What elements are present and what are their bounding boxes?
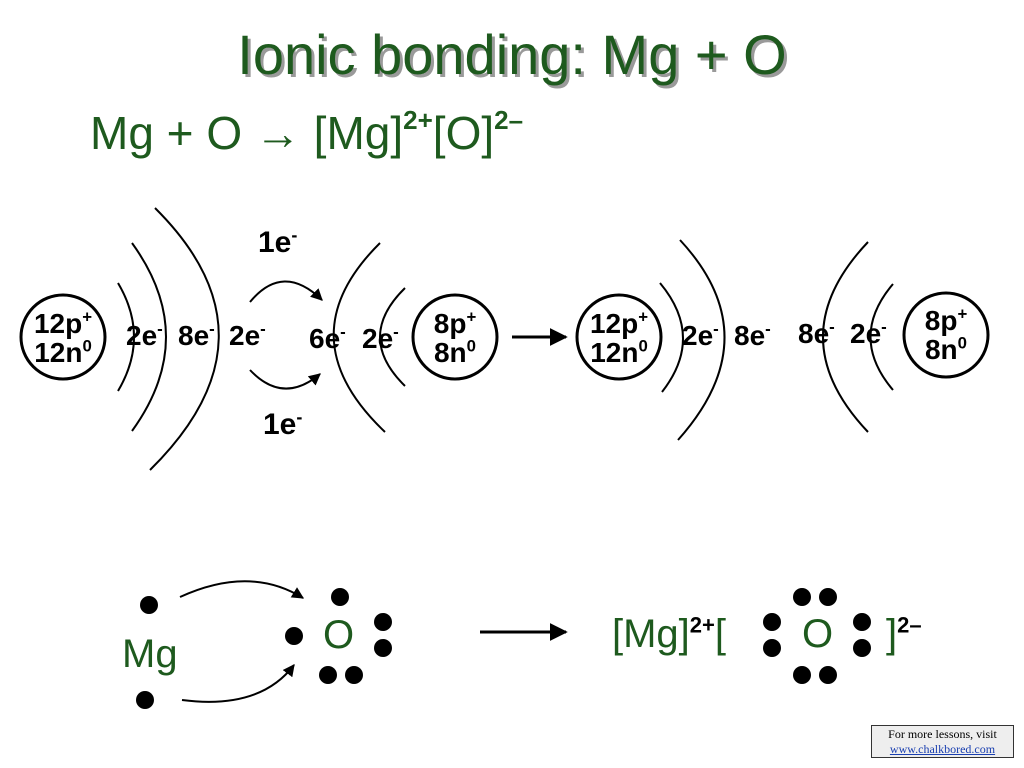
transfer-bottom-label: 1e- bbox=[263, 407, 303, 441]
mg-neutrons: 12n bbox=[34, 337, 83, 368]
lewis-o-symbol: O bbox=[323, 613, 355, 657]
lewis-arrow-top bbox=[179, 580, 305, 599]
o-dot bbox=[319, 666, 337, 684]
o-dot bbox=[331, 588, 349, 606]
o-ion-shell-2-label: 2e- bbox=[850, 317, 887, 349]
o-ion-dot bbox=[853, 639, 871, 657]
mg-neutrons-charge: 0 bbox=[82, 336, 92, 356]
o-shell-2-label: 2e- bbox=[362, 322, 399, 354]
o-ion-dot bbox=[819, 666, 837, 684]
credit-text: For more lessons, visit bbox=[888, 727, 997, 741]
o-ion-dot bbox=[763, 639, 781, 657]
mg-nucleus-circle bbox=[19, 293, 107, 381]
mg-ion-shell-1 bbox=[659, 282, 684, 393]
o-ion-shell-1-label: 8e- bbox=[798, 317, 835, 349]
o-ion-nucleus-circle bbox=[902, 291, 990, 379]
o-ion-dot bbox=[853, 613, 871, 631]
o-ion-dot bbox=[793, 666, 811, 684]
transfer-arrow-top bbox=[249, 280, 323, 303]
mg-ion-nucleus-circle bbox=[575, 293, 663, 381]
mg-valence-dot-top bbox=[140, 596, 158, 614]
o-ion-nucleus-label: 8p+ 8n0 bbox=[924, 304, 968, 365]
o-dot bbox=[374, 613, 392, 631]
equation-o-ion: [O] bbox=[432, 107, 495, 159]
credit-box: For more lessons, visit www.chalkbored.c… bbox=[871, 725, 1014, 758]
mg-shell-3-label: 2e- bbox=[229, 319, 266, 351]
equation-mg-ion: [Mg] bbox=[300, 107, 404, 159]
mg-nucleus-label: 12p+ 12n0 bbox=[21, 309, 105, 367]
mg-ion-nucleus-label: 12p+ 12n0 bbox=[589, 307, 649, 368]
o-nucleus-label: 8p+ 8n0 bbox=[433, 307, 477, 368]
mg-shell-2-label: 8e- bbox=[178, 319, 215, 351]
o-ion-dot bbox=[763, 613, 781, 631]
o-nucleus-circle bbox=[411, 293, 499, 381]
lewis-arrow-bottom bbox=[181, 664, 295, 703]
o-shell-2 bbox=[379, 287, 406, 387]
mg-shell-3 bbox=[149, 207, 220, 471]
credit-link[interactable]: www.chalkbored.com bbox=[889, 742, 996, 756]
lewis-mg-symbol: Mg bbox=[122, 632, 178, 676]
mg-shell-1 bbox=[117, 282, 135, 392]
transfer-top-label: 1e- bbox=[258, 225, 298, 259]
lewis-product-close: ]2– bbox=[886, 612, 922, 656]
mg-protons: 12p bbox=[33, 308, 83, 339]
equation-mg-charge: 2+ bbox=[403, 104, 433, 135]
mg-ion-shell-2-label: 8e- bbox=[734, 319, 771, 351]
o-ion-dot bbox=[793, 588, 811, 606]
mg-shell-1-label: 2e- bbox=[126, 319, 163, 351]
equation-reactants: Mg + O bbox=[90, 107, 255, 159]
mg-shell-2 bbox=[131, 242, 167, 432]
o-ion-shell-1 bbox=[822, 241, 869, 433]
slide-title: Ionic bonding: Mg + O bbox=[237, 23, 787, 86]
equation-arrow: → bbox=[254, 107, 301, 159]
o-dot bbox=[285, 627, 303, 645]
lewis-product-mg: [Mg]2+[ bbox=[612, 612, 727, 656]
mg-protons-charge: + bbox=[82, 307, 93, 327]
transfer-arrow-bottom bbox=[249, 369, 321, 390]
mg-ion-shell-1-label: 2e- bbox=[682, 319, 719, 351]
o-dot bbox=[345, 666, 363, 684]
o-shell-1 bbox=[332, 242, 386, 433]
lewis-product-o: O bbox=[802, 612, 834, 656]
mg-ion-shell-2 bbox=[677, 239, 726, 441]
equation-o-charge: 2– bbox=[494, 104, 524, 135]
mg-valence-dot-bottom bbox=[136, 691, 154, 709]
lewis-product-o-charge: 2– bbox=[897, 612, 922, 638]
o-dot bbox=[374, 639, 392, 657]
reaction-equation: Mg + O → [Mg]2+[O]2– bbox=[90, 106, 523, 160]
o-shell-1-label: 6e- bbox=[309, 322, 346, 354]
o-ion-dot bbox=[819, 588, 837, 606]
o-ion-shell-2 bbox=[869, 283, 894, 391]
lewis-product-mg-charge: 2+ bbox=[689, 612, 715, 638]
